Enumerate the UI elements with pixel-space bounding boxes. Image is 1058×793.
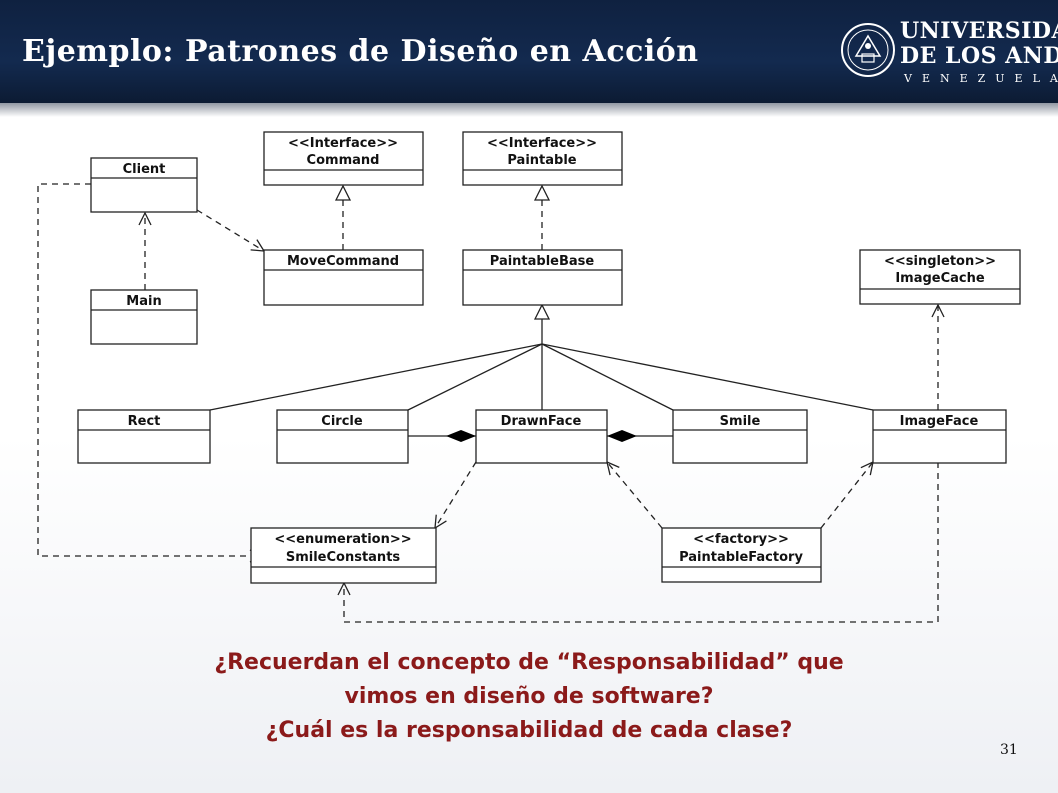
dep-client-movecommand	[196, 209, 264, 251]
class-movecommand: MoveCommand	[263, 249, 424, 306]
class-command-name: Command	[307, 153, 380, 168]
slide-title: Ejemplo: Patrones de Diseño en Acción	[22, 34, 699, 69]
class-rect: Rect	[77, 409, 211, 464]
class-rect-name: Rect	[128, 414, 161, 429]
inherit-imageface	[541, 343, 874, 411]
class-imagecache-name: ImageCache	[895, 271, 985, 286]
class-drawnface: DrawnFace	[475, 409, 608, 464]
page-number: 31	[1000, 742, 1018, 758]
class-client-name: Client	[123, 162, 166, 177]
class-smileconstants-stereotype: <<enumeration>>	[274, 532, 411, 547]
question-line-1: ¿Recuerdan el concepto de “Responsabilid…	[214, 650, 844, 675]
inherit-circle	[407, 343, 543, 411]
university-logo: UNIVERSIDAD DE LOS ANDES VENEZUELA	[838, 12, 1058, 90]
inherit-rect	[209, 343, 543, 411]
class-smileconstants: <<enumeration>> SmileConstants	[250, 527, 437, 584]
class-smile: Smile	[672, 409, 808, 464]
dep-factory-imageface	[820, 462, 873, 529]
inherit-smile	[541, 343, 674, 411]
class-paintablefactory-name: PaintableFactory	[679, 550, 803, 565]
class-imagecache: <<singleton>> ImageCache	[859, 249, 1021, 305]
question-line-2: vimos en diseño de software?	[344, 684, 714, 709]
class-movecommand-name: MoveCommand	[287, 254, 399, 269]
class-paintablefactory: <<factory>> PaintableFactory	[661, 527, 822, 583]
class-imageface: ImageFace	[872, 409, 1007, 464]
class-smile-name: Smile	[720, 414, 761, 429]
class-smileconstants-name: SmileConstants	[286, 550, 401, 565]
class-paintable: <<Interface>> Paintable	[462, 131, 623, 186]
class-circle: Circle	[276, 409, 409, 464]
class-command-stereotype: <<Interface>>	[288, 136, 398, 151]
dep-factory-drawnface	[607, 462, 663, 529]
logo-line-university: UNIVERSIDAD	[900, 18, 1058, 44]
class-command: <<Interface>> Command	[263, 131, 424, 186]
class-paintablebase-name: PaintableBase	[490, 254, 595, 269]
class-imagecache-stereotype: <<singleton>>	[884, 254, 996, 269]
university-seal-icon	[841, 23, 895, 77]
slide-header	[0, 0, 1058, 103]
class-paintable-name: Paintable	[507, 153, 576, 168]
dep-client-smileconstants	[37, 183, 262, 556]
class-main: Main	[90, 289, 198, 345]
class-paintablefactory-stereotype: <<factory>>	[693, 532, 789, 547]
question-line-3: ¿Cuál es la responsabilidad de cada clas…	[265, 718, 793, 743]
logo-line-venezuela: VENEZUELA	[904, 72, 1058, 85]
class-circle-name: Circle	[321, 414, 363, 429]
class-paintablebase: PaintableBase	[462, 249, 623, 306]
dep-drawnface-smileconstants	[435, 461, 477, 528]
class-drawnface-name: DrawnFace	[501, 414, 582, 429]
class-main-name: Main	[126, 294, 161, 309]
logo-line-de-los-andes: DE LOS ANDES	[900, 43, 1058, 69]
class-client: Client	[90, 157, 198, 213]
class-paintable-stereotype: <<Interface>>	[487, 136, 597, 151]
header-shadow	[0, 103, 1058, 117]
dep-imageface-smileconstants	[344, 462, 939, 623]
class-imageface-name: ImageFace	[900, 414, 979, 429]
